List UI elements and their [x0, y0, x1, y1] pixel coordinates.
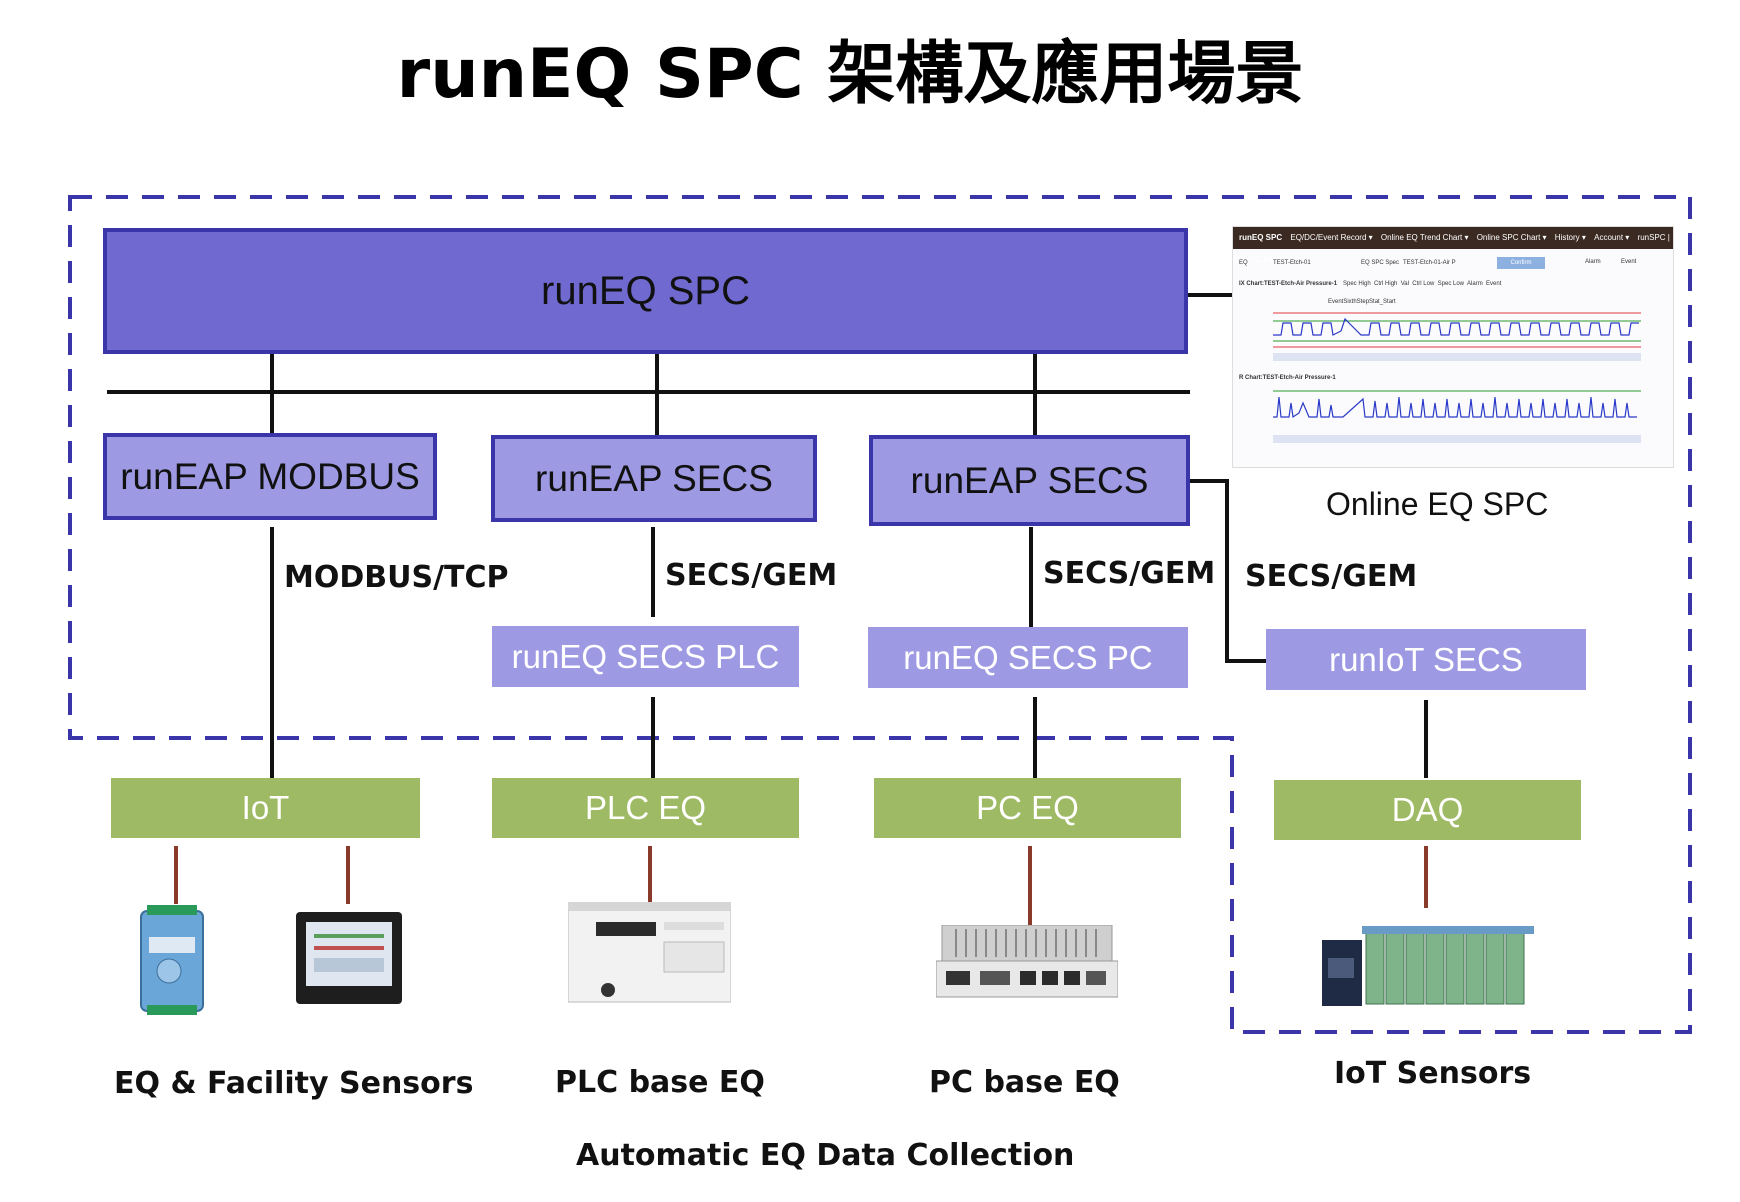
device-secs-pc: runEQ SECS PC [868, 627, 1188, 688]
screenshot-eq-label: EQ [1239, 260, 1248, 266]
eq-plc: PLC EQ [492, 778, 799, 838]
screenshot-eq-value: TEST-Etch-01 [1273, 260, 1311, 266]
screenshot-menu-item: Account ▾ [1594, 233, 1630, 242]
screenshot-menu-item: Online EQ Trend Chart ▾ [1380, 233, 1469, 242]
screenshot-menu-item: EQ/DC/Event Record ▾ [1290, 233, 1373, 242]
screenshot-app-name: runEQ SPC [1239, 233, 1283, 242]
caption-iot-sensors: IoT Sensors [1334, 1056, 1532, 1091]
protocol-secs-gem-3: SECS/GEM [1245, 559, 1418, 594]
protocol-secs-gem-1: SECS/GEM [665, 558, 838, 593]
eap-secs-box-1: runEAP SECS [491, 435, 817, 522]
eap-secs-label-1: runEAP SECS [535, 457, 773, 499]
eap-secs-label-2: runEAP SECS [910, 459, 1149, 501]
online-spc-screenshot: runEQ SPC EQ/DC/Event Record ▾ Online EQ… [1232, 226, 1674, 468]
screenshot-menu-item: History ▾ [1554, 233, 1586, 242]
legend-item: Ctrl High [1374, 281, 1398, 287]
legend-item: Spec High [1343, 281, 1371, 287]
screenshot-legend: Spec High Ctrl High Val Ctrl Low Spec Lo… [1343, 281, 1501, 287]
screenshot-menubar: runEQ SPC EQ/DC/Event Record ▾ Online EQ… [1233, 227, 1673, 264]
screenshot-confirm-button: Confirm [1497, 257, 1545, 269]
eq-daq: DAQ [1274, 780, 1581, 840]
eq-pc-label: PC EQ [976, 789, 1079, 826]
dashed-boundary [68, 195, 1692, 1034]
industrial-pc-image [936, 925, 1118, 998]
protocol-modbus-tcp: MODBUS/TCP [284, 560, 509, 595]
screenshot-chart1-title: IX Chart:TEST-Etch-Air Pressure-1 [1239, 281, 1338, 287]
eap-secs-box-2: runEAP SECS [869, 435, 1190, 526]
screenshot-spec-label: EQ SPC Spec [1361, 260, 1400, 266]
daq-rack-image [1322, 926, 1534, 1006]
legend-item: Event [1486, 281, 1502, 287]
eq-pc: PC EQ [874, 778, 1181, 838]
adam-module-image [140, 905, 204, 1015]
screenshot-annotation: EventSixthStepStat_Start [1328, 299, 1396, 305]
online-eq-spc-label: Online EQ SPC [1326, 486, 1549, 522]
screenshot-chart2-title: R Chart:TEST-Etch-Air Pressure-1 [1239, 375, 1336, 381]
eap-modbus-label: runEAP MODBUS [120, 455, 420, 497]
eq-plc-label: PLC EQ [584, 789, 707, 826]
legend-item: Ctrl Low [1412, 281, 1435, 287]
caption-plc-base-eq: PLC base EQ [555, 1065, 765, 1100]
screenshot-menu-item: Online SPC Chart ▾ [1476, 233, 1547, 242]
device-secs-pc-label: runEQ SECS PC [903, 638, 1153, 676]
protocol-secs-gem-2: SECS/GEM [1043, 556, 1216, 591]
screenshot-spec-value: TEST-Etch-01-Air P [1403, 260, 1456, 266]
page-title: runEQ SPC 架構及應用場景 [396, 35, 1304, 114]
screenshot-event-check: Event [1621, 259, 1637, 265]
device-runiot-secs-label: runIoT SECS [1329, 640, 1523, 678]
eq-iot-label: IoT [241, 789, 290, 826]
spc-label: runEQ SPC [541, 268, 750, 313]
screenshot-menu-item: runSPC | EC, TC, MI, VC [1233, 233, 1670, 264]
eq-daq-label: DAQ [1391, 791, 1464, 828]
hmi-panel-image [296, 912, 402, 1004]
spc-box: runEQ SPC [103, 228, 1188, 354]
screenshot-alarm-check: Alarm [1585, 259, 1601, 265]
footer-caption: Automatic EQ Data Collection [576, 1138, 1075, 1173]
caption-eq-facility-sensors: EQ & Facility Sensors [114, 1066, 474, 1101]
plc-unit-image [568, 902, 731, 1003]
legend-item: Alarm [1467, 281, 1483, 287]
device-runiot-secs: runIoT SECS [1266, 629, 1586, 690]
device-secs-plc-label: runEQ SECS PLC [511, 637, 780, 675]
caption-pc-base-eq: PC base EQ [929, 1065, 1120, 1100]
legend-item: Val [1400, 281, 1409, 287]
eap-modbus-box: runEAP MODBUS [103, 433, 437, 520]
screenshot-charts [1273, 312, 1641, 443]
legend-item: Spec Low [1437, 281, 1465, 287]
eq-iot: IoT [111, 778, 420, 838]
device-secs-plc: runEQ SECS PLC [492, 626, 799, 687]
